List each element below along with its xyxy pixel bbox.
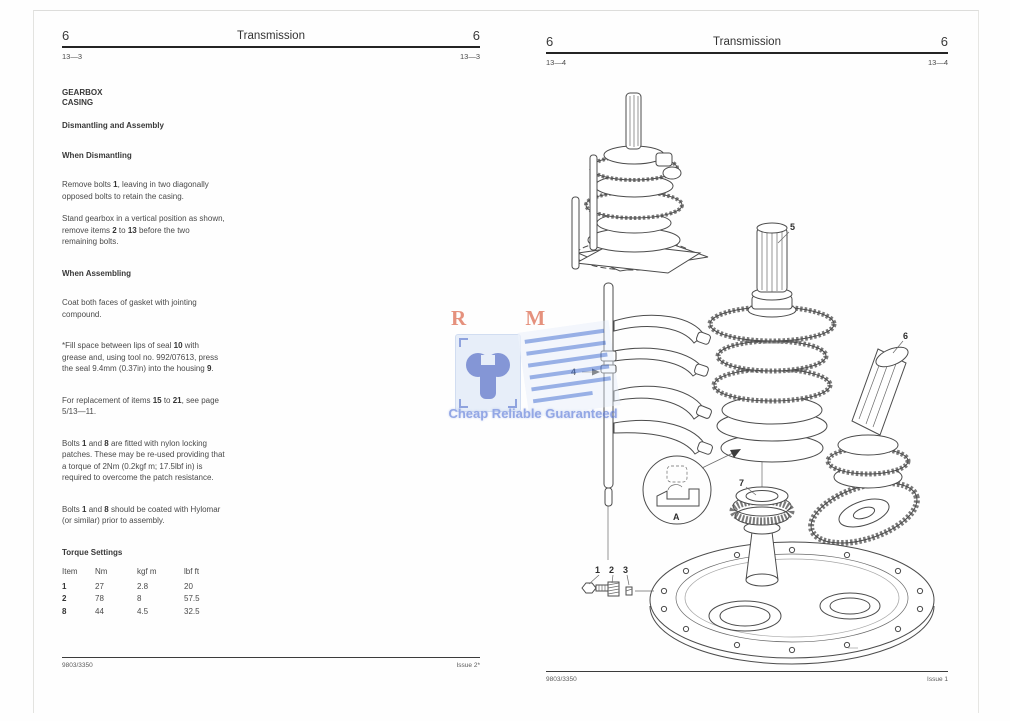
th-item: Item	[62, 567, 78, 576]
torque-table: Item Nm kgf m lbf ft 1 27 2.8 20 2	[62, 566, 224, 618]
bolt-icon	[581, 582, 597, 594]
gearbox-casing	[649, 541, 935, 665]
fastener-icons	[581, 581, 654, 597]
page-number-right: 6	[940, 34, 948, 49]
callout-4: 4	[571, 367, 576, 377]
section-heading: GEARBOX CASING	[62, 88, 103, 107]
subheading-when-dismantling: When Dismantling	[62, 150, 132, 160]
page-13-4: 6 Transmission 6 13—4 13—4	[546, 34, 948, 694]
paragraph-stand-gearbox: Stand gearbox in a vertical position as …	[62, 214, 225, 246]
section-ref-left: 13—4	[546, 58, 567, 67]
footer-rule	[546, 671, 948, 672]
left-page-header: 6 Transmission 6 13—3 13—3	[62, 28, 480, 61]
subheading-when-assembling: When Assembling	[62, 268, 132, 278]
section-ref-right: 13—3	[459, 52, 480, 61]
arrowhead	[730, 449, 741, 458]
issue-number: Issue 1	[927, 676, 948, 683]
callout-2: 2	[609, 565, 614, 575]
issue-number: Issue 2*	[456, 662, 481, 669]
callout-7: 7	[739, 478, 744, 488]
footer-rule	[62, 657, 480, 658]
paragraph-fill-seal: *Fill space between lips of seal 10 with…	[62, 341, 219, 373]
synchro-hub-item7	[729, 486, 795, 587]
th-lbfft: lbf ft	[184, 567, 200, 576]
table-row: 2 78 8 57.5	[62, 594, 200, 603]
right-page-header: 6 Transmission 6 13—4 13—4	[546, 34, 948, 67]
section-ref-right: 13—4	[927, 58, 948, 67]
publication-number: 9803/3350	[62, 662, 93, 669]
page-number-right: 6	[472, 28, 480, 43]
callout-6: 6	[903, 331, 908, 341]
exploded-diagram: A	[571, 92, 935, 665]
torque-table-header-row: Item Nm kgf m lbf ft	[62, 566, 224, 581]
header-rule	[62, 46, 480, 48]
right-page-footer: 9803/3350 Issue 1	[546, 671, 948, 683]
publication-number: 9803/3350	[546, 676, 577, 683]
callout-3: 3	[623, 565, 628, 575]
left-page-footer: 9803/3350 Issue 2*	[62, 657, 480, 669]
header-rule	[546, 52, 948, 54]
th-kgfm: kgf m	[137, 567, 157, 576]
layshaft-gear-cluster	[808, 346, 920, 547]
page-13-3: 6 Transmission 6 13—3 13—3 GEARBOX CASIN…	[62, 28, 480, 688]
torque-settings-title: Torque Settings	[62, 547, 123, 557]
seal-detail-circle: A	[642, 455, 712, 525]
page-number-left: 6	[62, 28, 70, 43]
table-row: 8 44 4.5 32.5	[62, 606, 200, 616]
assembled-gearbox	[571, 92, 709, 274]
callout-5: 5	[790, 222, 795, 232]
callout-1: 1	[595, 565, 600, 575]
mainshaft-gear-cluster	[707, 222, 837, 463]
subheading-dismantling-assembly: Dismantling and Assembly	[62, 121, 164, 130]
paragraph-coat-gasket: Coat both faces of gasket with jointing …	[62, 298, 197, 319]
section-ref-left: 13—3	[62, 52, 83, 61]
paragraph-hylomar: Bolts 1 and 8 should be coated with Hylo…	[62, 504, 221, 526]
table-row: 1 27 2.8 20	[62, 581, 193, 591]
callout-A: A	[673, 512, 680, 522]
body-text-column: GEARBOX CASING Dismantling and Assembly …	[62, 88, 225, 618]
paragraph-remove-bolts: Remove bolts 1, leaving in two diagonall…	[62, 180, 209, 201]
arrowhead	[592, 368, 600, 376]
scan-edge	[33, 10, 979, 713]
paragraph-nylon-patches: Bolts 1 and 8 are fitted with nylon lock…	[62, 438, 225, 483]
page-title: Transmission	[237, 30, 305, 42]
paragraph-replacement-items: For replacement of items 15 to 21, see p…	[62, 395, 220, 417]
selector-fork-assembly	[600, 282, 713, 507]
th-nm: Nm	[95, 567, 108, 576]
page-title: Transmission	[713, 36, 781, 48]
page-number-left: 6	[546, 34, 554, 49]
